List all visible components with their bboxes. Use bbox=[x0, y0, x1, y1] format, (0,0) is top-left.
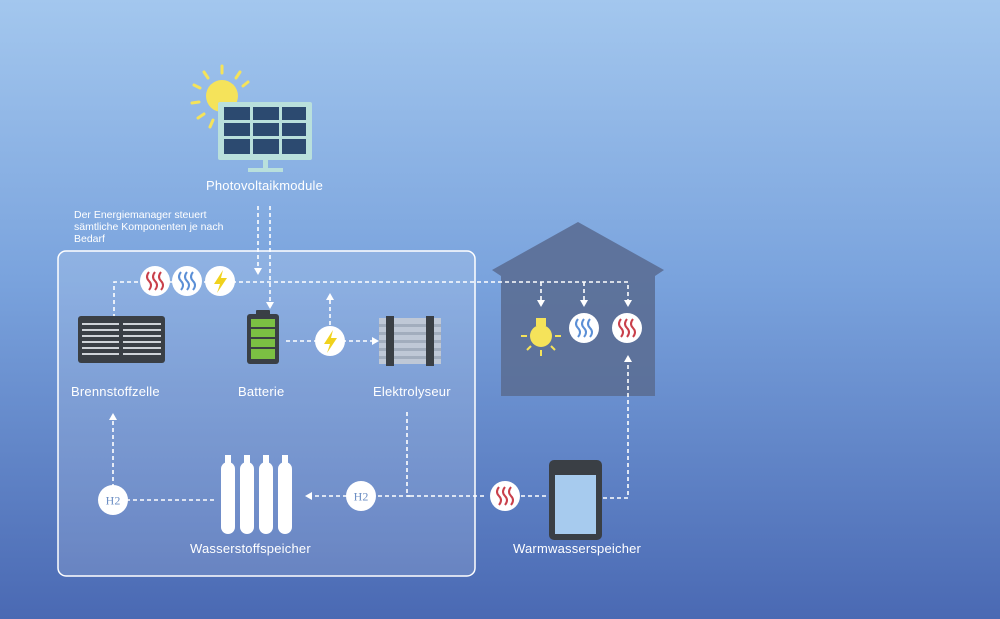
hydrogen-tanks-icon bbox=[221, 455, 292, 534]
bolt-icon-battery bbox=[315, 326, 345, 356]
heat-blue-icon bbox=[172, 266, 202, 296]
label-batterie: Batterie bbox=[238, 384, 285, 399]
fuel-cell-icon bbox=[78, 316, 165, 363]
bolt-icon bbox=[205, 266, 235, 296]
energy-manager-note: Der Energiemanager steuert sämtliche Kom… bbox=[74, 209, 224, 245]
h2-right-text: H2 bbox=[354, 490, 369, 504]
h2-right-badge: H2 bbox=[346, 481, 376, 511]
warm-water-tank-icon bbox=[549, 460, 602, 540]
label-photovoltaik: Photovoltaikmodule bbox=[206, 178, 324, 193]
lightbulb-icon bbox=[521, 318, 561, 356]
label-warmwasserspeicher: Warmwasserspeicher bbox=[513, 541, 642, 556]
heat-red-house-icon bbox=[612, 313, 642, 343]
electrolyser-icon bbox=[379, 316, 441, 366]
battery-icon bbox=[247, 310, 279, 364]
heat-red-icon bbox=[140, 266, 170, 296]
label-brennstoffzelle: Brennstoffzelle bbox=[71, 384, 160, 399]
heat-blue-house-icon bbox=[569, 313, 599, 343]
label-elektrolyseur: Elektrolyseur bbox=[373, 384, 451, 399]
h2-left-badge: H2 bbox=[98, 485, 128, 515]
h2-left-text: H2 bbox=[106, 494, 121, 508]
solar-panel-icon bbox=[218, 102, 312, 172]
house bbox=[492, 222, 664, 396]
flow-lines bbox=[109, 206, 632, 501]
heat-red-water-icon bbox=[490, 481, 520, 511]
label-wasserstoffspeicher: Wasserstoffspeicher bbox=[190, 541, 311, 556]
